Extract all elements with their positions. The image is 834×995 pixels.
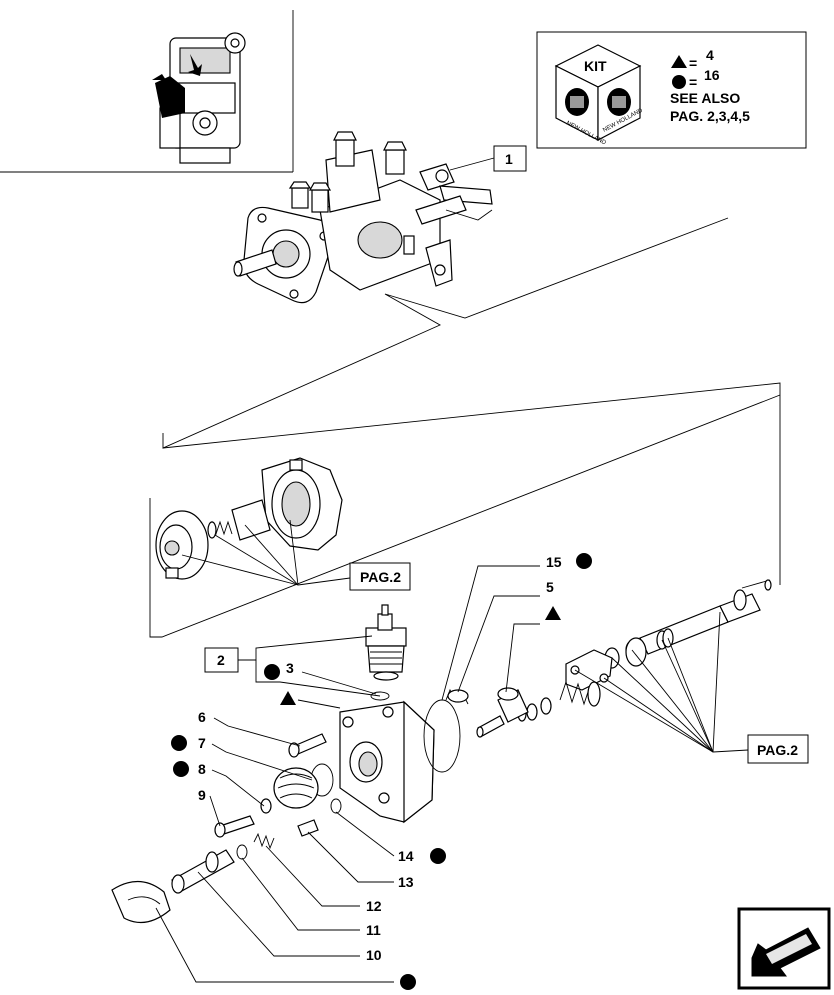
see-also-text: SEE ALSO — [670, 90, 740, 106]
callout-box-2 — [204, 647, 239, 673]
delivery-valve-assembly — [365, 604, 407, 701]
circle-count: 16 — [704, 67, 720, 83]
callout-labels: 15 5 2 3 6 7 8 9 14 13 12 11 10 — [171, 553, 592, 990]
spring-12 — [253, 832, 275, 850]
kit-circle-7 — [171, 735, 187, 751]
cam-ring-subassembly — [155, 457, 343, 580]
callout-15: 15 — [546, 554, 562, 570]
callout-13: 13 — [398, 874, 414, 890]
kit-triangle-5 — [545, 606, 561, 620]
callout-5: 5 — [546, 579, 554, 595]
circle-equals: = — [689, 74, 697, 90]
callout-1: 1 — [505, 151, 513, 167]
kit-circle-3 — [264, 664, 280, 680]
circle-symbol — [672, 75, 686, 89]
screw-9 — [214, 815, 255, 838]
washer-11 — [236, 844, 248, 860]
union-10 — [171, 849, 235, 894]
kit-circle-cap — [400, 974, 416, 990]
kit-circle-14 — [430, 848, 446, 864]
screw-6 — [288, 733, 327, 758]
injection-pump-assembly — [233, 131, 493, 304]
see-also-pages: PAG. 2,3,4,5 — [670, 108, 750, 124]
engine-thumbnail — [0, 10, 294, 173]
callout-8: 8 — [198, 761, 206, 777]
callout-box-1 — [493, 145, 527, 172]
callout-9: 9 — [198, 787, 206, 803]
callout-leaders — [155, 565, 540, 983]
kit-triangle-head — [280, 691, 296, 705]
callout-7: 7 — [198, 735, 206, 751]
kit-cube-icon — [554, 44, 642, 141]
back-nav-button[interactable] — [737, 907, 831, 990]
callout-11: 11 — [366, 922, 381, 938]
callout-10: 10 — [366, 947, 382, 963]
protection-cap — [111, 880, 171, 924]
callout-12: 12 — [366, 898, 382, 914]
pag2-upper-leaders — [181, 519, 351, 586]
triangle-symbol — [671, 55, 687, 68]
kit-circle-8 — [173, 761, 189, 777]
kit-circle-15 — [576, 553, 592, 569]
page-ref-box-right — [747, 734, 809, 764]
solenoid-8 — [260, 767, 319, 814]
hydraulic-head — [339, 699, 461, 824]
callout-14: 14 — [398, 848, 414, 864]
callout-2: 2 — [217, 652, 225, 668]
screw-13 — [297, 819, 319, 837]
page-ref-box-upper — [349, 562, 411, 591]
page-ref-upper: PAG.2 — [360, 569, 401, 585]
page-ref-right: PAG.2 — [757, 742, 798, 758]
triangle-count: 4 — [706, 47, 714, 63]
washer-14 — [330, 798, 342, 814]
kit-label: KIT — [584, 58, 607, 74]
pag2-right-leaders — [574, 611, 749, 753]
explode-bracket — [149, 217, 781, 638]
kit-legend: KIT NEW HOLLAND NEW HOLLAND = 4 = 16 SEE… — [536, 31, 807, 149]
callout-6: 6 — [198, 709, 206, 725]
drive-shaft-subassembly — [445, 579, 772, 738]
triangle-equals: = — [689, 55, 697, 71]
callout-3: 3 — [286, 660, 294, 676]
